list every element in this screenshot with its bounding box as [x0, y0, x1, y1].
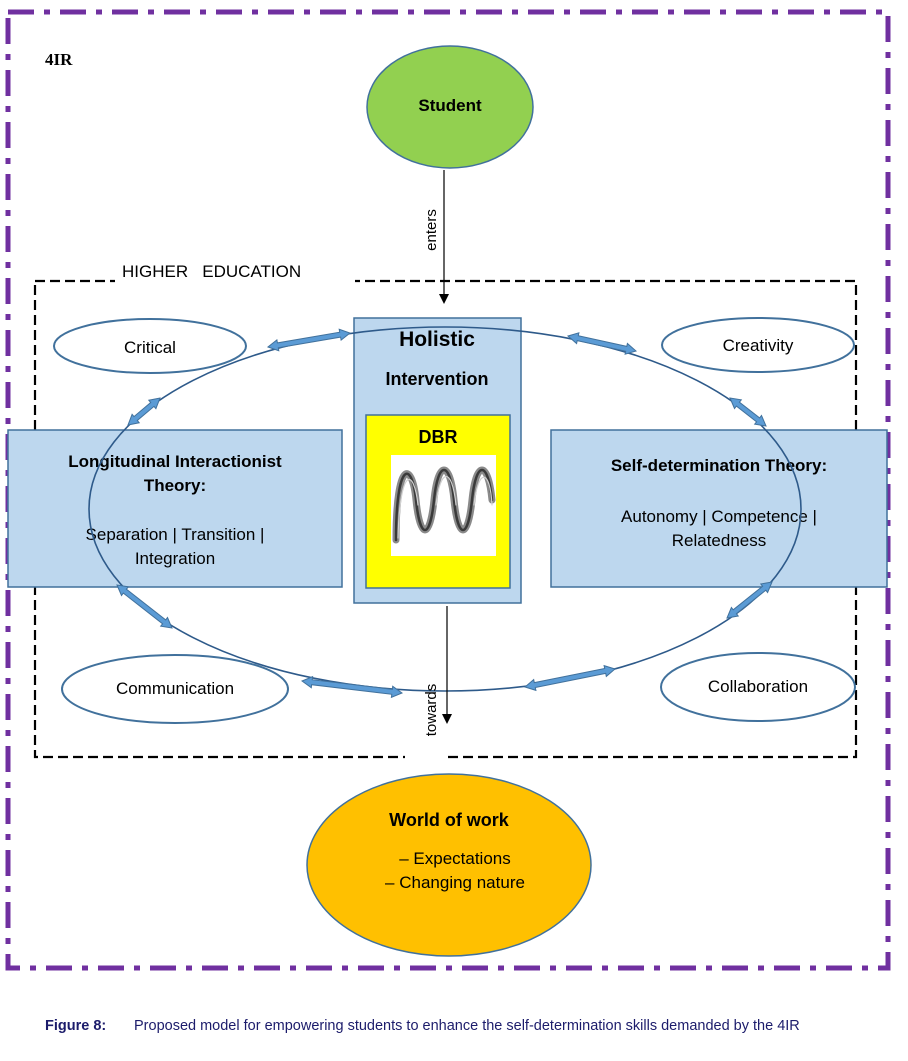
arrow-communication-towards — [300, 675, 404, 699]
enters-label: enters — [423, 209, 440, 251]
right-theory-title: Self-determination Theory: — [611, 456, 827, 475]
world-of-work-node — [306, 773, 592, 957]
left-theory-body-1: Separation | Transition | — [86, 525, 265, 544]
right-theory-body-2: Relatedness — [672, 531, 767, 550]
caption-text: Proposed model for empowering students t… — [134, 1018, 800, 1034]
dbr-label: DBR — [419, 427, 458, 447]
left-theory-title-2: Theory: — [144, 476, 206, 495]
skill-critical-node — [53, 318, 247, 374]
skills-cycle-ring — [88, 326, 802, 692]
4ir-label: 4IR — [45, 50, 73, 69]
world-of-work-title: World of work — [389, 810, 510, 830]
skill-creativity-label: Creativity — [723, 336, 794, 355]
skill-collaboration-label: Collaboration — [708, 677, 808, 696]
arrow-critical-left-theory — [127, 397, 161, 426]
double-arrows — [116, 328, 773, 699]
arrow-left-theory-communication — [116, 584, 173, 629]
skill-communication-node — [61, 654, 289, 724]
holistic-title: Holistic — [399, 328, 475, 351]
student-node — [366, 45, 534, 169]
figure-caption: Figure 8: Proposed model for empowering … — [45, 1017, 835, 1036]
arrow-right-theory-collaboration — [726, 581, 773, 619]
higher-education-label: HIGHER EDUCATION — [122, 262, 301, 281]
skill-creativity-node — [661, 317, 855, 373]
skill-critical-label: Critical — [124, 338, 176, 357]
intervention-subtitle: Intervention — [385, 369, 488, 389]
right-theory-box — [550, 429, 888, 588]
arrow-holistic-creativity — [566, 332, 638, 355]
skill-collaboration-node — [660, 652, 856, 722]
left-theory-box — [7, 429, 343, 588]
towards-label: towards — [423, 684, 440, 737]
spiral-coil-icon — [392, 466, 496, 544]
world-of-work-item-1: – Expectations — [399, 849, 511, 868]
skill-communication-label: Communication — [116, 679, 234, 698]
model-diagram: 4IR Student enters HIGHER EDUCATION Long… — [5, 9, 891, 971]
right-theory-body-1: Autonomy | Competence | — [621, 507, 817, 526]
arrow-critical-holistic — [266, 328, 352, 352]
left-theory-title-1: Longitudinal Interactionist — [68, 452, 282, 471]
arrow-creativity-right-theory — [729, 397, 767, 427]
arrow-towards-collaboration — [523, 664, 617, 692]
left-theory-body-2: Integration — [135, 549, 215, 568]
caption-label: Figure 8: — [45, 1018, 107, 1034]
student-label: Student — [418, 96, 482, 115]
world-of-work-item-2: – Changing nature — [385, 873, 525, 892]
